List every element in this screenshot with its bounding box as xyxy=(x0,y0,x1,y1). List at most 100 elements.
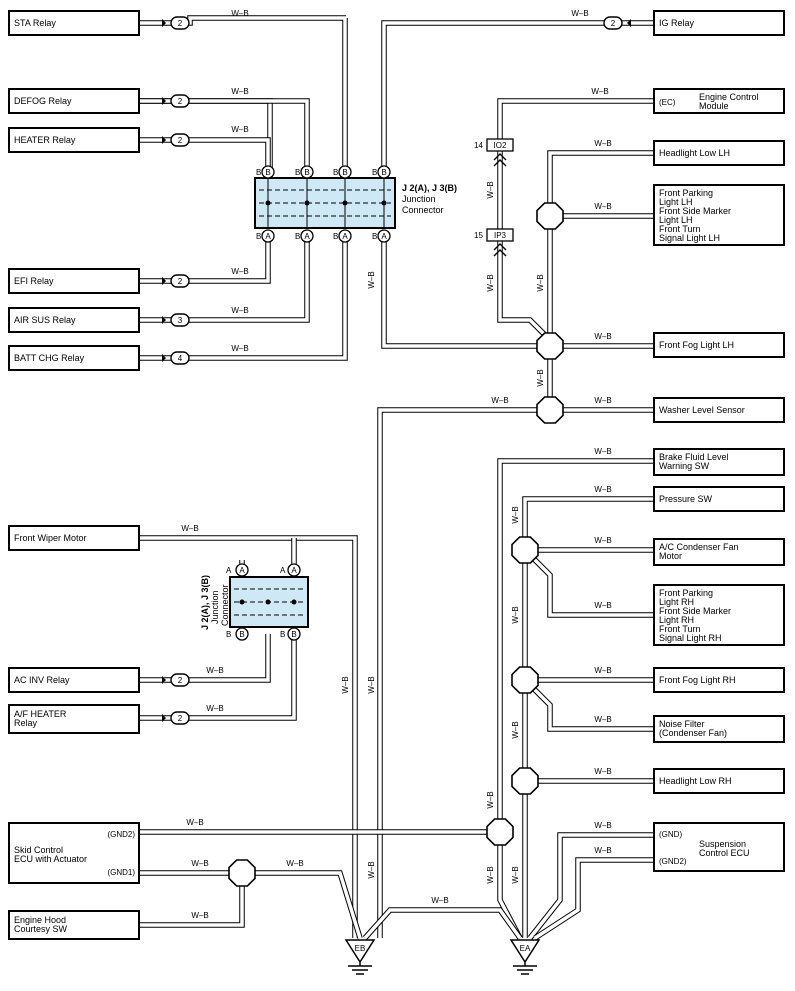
heater-relay-box: HEATER Relay xyxy=(8,127,140,153)
junction-2-top-pin-label-right: A xyxy=(280,566,286,575)
wire-label-wiper-vertical: W–B xyxy=(341,676,350,693)
junction-1-subtitle-2: Connector xyxy=(402,205,444,215)
chevron-up-icon-2 xyxy=(493,243,507,257)
junction-1-dot-1 xyxy=(304,200,310,206)
junction-2-bottom-pin-label-left: B xyxy=(226,630,231,639)
wire-label-ig: W–B xyxy=(571,9,588,18)
front-wiper-motor-label: Front Wiper Motor xyxy=(14,532,87,543)
headlight-low-lh-label: Headlight Low LH xyxy=(659,147,731,158)
ac-condenser-fan-label: A/C Condenser Fan Motor xyxy=(659,542,739,561)
splice-fog-lh xyxy=(536,332,564,360)
junction-1-bottom-pin-3 xyxy=(377,229,391,243)
wire-label-defog: W–B xyxy=(231,87,248,96)
wire-heater xyxy=(140,137,271,172)
junction-1-top-pin-2 xyxy=(338,165,352,179)
batt-chg-relay-label: BATT CHG Relay xyxy=(14,352,85,363)
connector-sta xyxy=(170,16,190,30)
wire-label-eb-vertical: W–B xyxy=(367,676,376,693)
heater-relay-label: HEATER Relay xyxy=(14,134,76,145)
front-parking-rh-label: Front Parking Light RH Front Side Marker… xyxy=(659,588,732,643)
connector-ac-inv-arrow-icon xyxy=(162,676,166,684)
air-sus-relay-box: AIR SUS Relay xyxy=(8,307,140,333)
ground-eb xyxy=(344,939,376,964)
junction-1-bottom-pin-label-0: B xyxy=(256,232,261,241)
engine-hood-courtesy-sw-label: Engine Hood Courtesy SW xyxy=(14,915,68,934)
junction-1-bottom-pin-2 xyxy=(338,229,352,243)
washer-level-sensor-label: Washer Level Sensor xyxy=(659,404,745,415)
junction-1-top-pin-0-letter: B xyxy=(265,168,270,177)
splice-skid-gnd1 xyxy=(228,859,256,887)
wire-label-noise-filter: W–B xyxy=(594,715,611,724)
junction-2-top-pin-left xyxy=(235,563,249,577)
wire-label-efi: W–B xyxy=(231,267,248,276)
junction-1-dot-0 xyxy=(265,200,271,206)
ig-relay-box: IG Relay xyxy=(653,10,785,36)
wire-ac-inv xyxy=(140,634,271,683)
wire-label-pressure-vertical: W–B xyxy=(511,506,520,523)
front-wiper-motor-box: Front Wiper Motor xyxy=(8,525,140,551)
junction-1-bottom-pin-1 xyxy=(300,229,314,243)
wire-batt-chg xyxy=(140,236,348,361)
connector-heater xyxy=(170,133,190,147)
wire-label-eb-ea: W–B xyxy=(431,896,448,905)
front-fog-light-lh-box: Front Fog Light LH xyxy=(653,332,785,358)
connector-defog-number: 2 xyxy=(178,97,183,106)
junction-1-top-pin-2-letter: B xyxy=(342,168,347,177)
junction-2-dot-1 xyxy=(265,599,271,605)
junction-2-subtitle-1: Junction xyxy=(210,590,220,624)
washer-level-sensor-box: Washer Level Sensor xyxy=(653,397,785,423)
junction-2-subtitle-2: Connector xyxy=(220,584,230,626)
junction-1-bottom-pin-label-3: B xyxy=(372,232,377,241)
wire-label-sta: W–B xyxy=(231,9,248,18)
wire-label-susp-gnd: W–B xyxy=(594,821,611,830)
junction-2-bottom-pin-left-letter: B xyxy=(239,630,244,639)
air-sus-relay-label: AIR SUS Relay xyxy=(14,314,76,325)
pressure-sw-box: Pressure SW xyxy=(653,486,785,512)
connector-air-sus-number: 3 xyxy=(178,316,183,325)
wire-label-eb-vertical-2: W–B xyxy=(367,861,376,878)
ac-inv-relay-box: AC INV Relay xyxy=(8,667,140,693)
brake-fluid-box: Brake Fluid Level Warning SW xyxy=(653,448,785,476)
skid-control-ecu-box: Skid Control ECU with Actuator (GND2) (G… xyxy=(8,822,140,884)
junction-2-bottom-pin-right-letter: B xyxy=(291,630,296,639)
wire-af-heater-inner xyxy=(140,634,296,720)
connector-defog xyxy=(170,94,190,108)
noise-filter-label: Noise Filter (Condenser Fan) xyxy=(659,719,728,738)
splice-washer xyxy=(536,396,564,424)
wire-label-skid-gnd1: W–B xyxy=(191,859,208,868)
wire-air-sus-inner xyxy=(140,236,309,322)
junction-1-bottom-pin-2-letter: A xyxy=(342,232,348,241)
connector-batt-chg-arrow-icon xyxy=(162,354,166,362)
suspension-control-ecu-box: (GND) (GND2) Suspension Control ECU xyxy=(653,822,785,872)
splice-fog-rh xyxy=(511,666,539,694)
wire-susp-gnd xyxy=(527,832,653,940)
ground-ea xyxy=(509,939,541,964)
noise-filter-box: Noise Filter (Condenser Fan) xyxy=(653,715,785,743)
susp-gnd-port: (GND) xyxy=(659,830,683,839)
junction-1-top-pin-3-letter: B xyxy=(381,168,386,177)
skid-gnd2-port: (GND2) xyxy=(107,830,135,839)
connector-sta-arrow-icon xyxy=(162,19,166,27)
ground-eb-label: EB xyxy=(355,944,366,953)
wire-label-headlight-lh: W–B xyxy=(594,139,611,148)
wire-j1-to-fog xyxy=(381,236,550,349)
junction-1-bottom-pin-label-1: B xyxy=(295,232,300,241)
wire-label-fog-rh: W–B xyxy=(594,666,611,675)
susp-gnd2-port: (GND2) xyxy=(659,857,687,866)
wire-label-pressure: W–B xyxy=(594,485,611,494)
connector-efi-number: 2 xyxy=(178,277,183,286)
junction-1-dot-2 xyxy=(342,200,348,206)
wire-ig-inner xyxy=(382,21,653,172)
junction-2-top-pin-left-letter: A xyxy=(239,566,245,575)
pressure-sw-label: Pressure SW xyxy=(659,493,713,504)
wire-label-io2-ip3: W–B xyxy=(486,181,495,198)
junction-1-dot-3 xyxy=(381,200,387,206)
wire-headlight-lh-inner xyxy=(548,151,653,216)
connector-ip3-label: IP3 xyxy=(494,231,507,240)
junction-1-bottom-pin-1-letter: A xyxy=(304,232,310,241)
wire-label-brake-vertical: W–B xyxy=(486,791,495,808)
wire-label-front-parking-lh: W–B xyxy=(594,202,611,211)
wire-ecm-inner xyxy=(498,99,653,145)
engine-control-module-box: (EC) Engine Control Module xyxy=(653,88,785,114)
